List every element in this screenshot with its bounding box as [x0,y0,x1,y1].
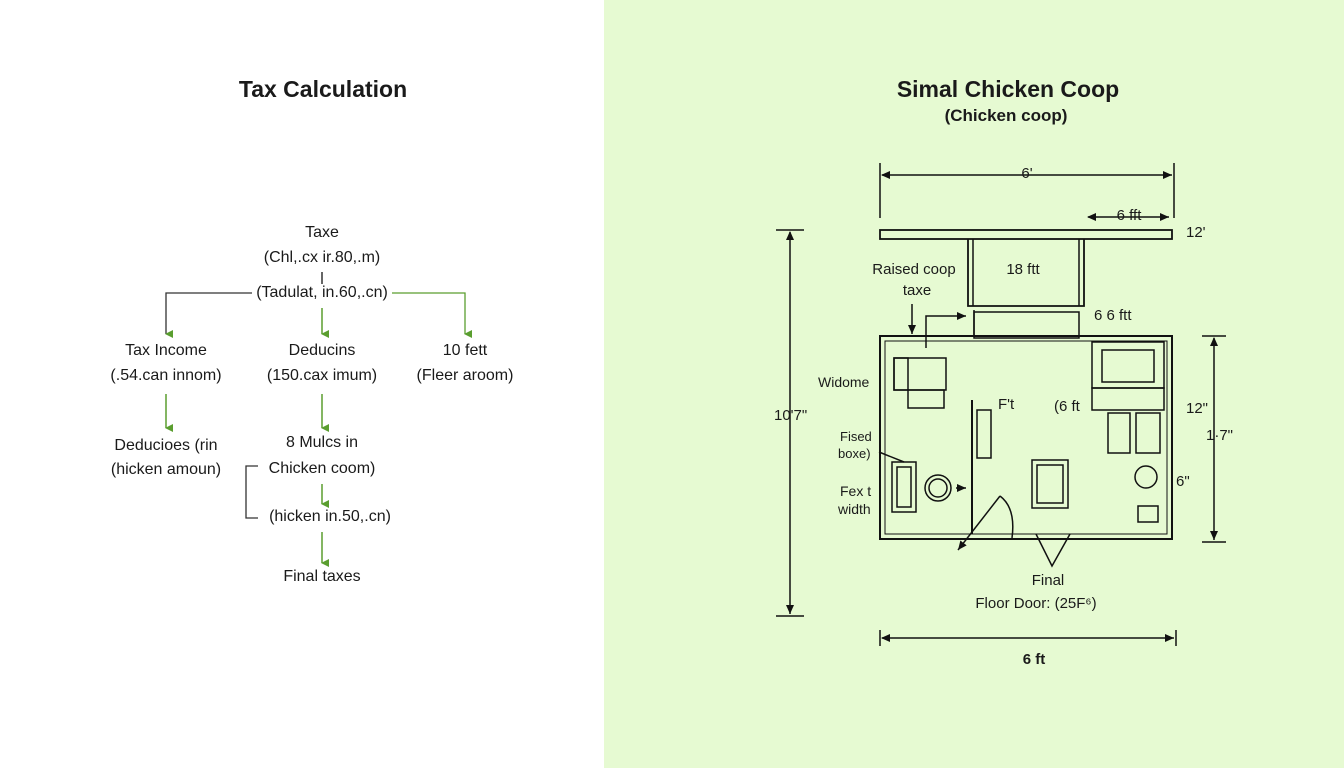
roof-edge-label: 12' [1186,224,1206,241]
nest-box-base [1091,387,1165,411]
fixed-box [891,461,917,513]
mid-second-title: 8 Mulcs in [285,434,359,451]
center-box-inner [1036,464,1064,504]
fixed-box-leader [878,451,905,463]
door-leaf-arrow [957,495,1001,551]
left-node-title: Tax Income [125,342,207,359]
left-height-label: 10'7" [774,407,808,424]
mid-second-sub: Chicken coom) [268,460,376,477]
flowchart-connectors [165,272,472,567]
right-box-1 [1107,412,1131,454]
nest-box-top-right [1091,341,1165,389]
floorplan-subtitle: (Chicken coop) [944,106,1068,125]
mid-node-sub: (150.cax imum) [266,367,378,384]
coop-inner-outline [884,340,1168,535]
fixed-boxes-sublabel: boxe) [838,446,871,461]
connector-block [973,311,1080,339]
root-node-title: Taxe [305,224,339,241]
right-small-box [1137,505,1159,523]
left-result-sub: (hicken amoun) [110,461,222,478]
raised-coop-label: Raised coop [872,261,956,278]
bottom-width-label: 6 ft [1022,651,1046,668]
roof-bar [879,229,1173,240]
feeder-rack [976,409,992,459]
final-door-sublabel: Floor Door: (25F⁶) [975,595,1097,612]
window-box-lower [907,389,945,409]
final-door-label: Final [1031,572,1065,589]
right-upper-label: 12" [1186,400,1209,417]
fext-width-label: Fex t [840,483,872,499]
right-node-title: 10 fett [442,342,488,359]
final-taxes-node: Final taxes [283,568,361,585]
coop-floorplan-panel: Simal Chicken Coop (Chicken coop) [604,0,1344,768]
inner-six-label: (6 ft [1054,398,1080,415]
floorplan-title: Simal Chicken Coop [896,76,1120,102]
center-box [1031,459,1069,509]
floor-door-notch [1035,533,1071,568]
right-box-2 [1135,412,1161,454]
raised-coop-arrow [925,312,966,348]
floorplan-drawing [776,163,1226,646]
coop-outline [879,335,1173,540]
left-result-title: Deducioes (rin [114,437,218,454]
upper-right-dim-label: 6 fft [1116,207,1142,224]
ramp-box-label: 18 ftt [1006,261,1040,278]
top-width-label: 6' [1021,165,1033,182]
left-node-sub: (.54.can innom) [110,367,222,384]
root-node-line2: (Chl,.cx ir.80,.m) [263,249,381,266]
right-lower-label: 6" [1176,473,1190,490]
branch-right-arrow [392,292,472,338]
water-dispenser [1134,465,1158,489]
feeder-circle [924,474,952,502]
branch-left-arrow [165,292,252,338]
bracket-line [245,465,258,519]
window-box-side [893,357,909,391]
side-width-label: 6 6 ftt [1094,307,1132,324]
right-height-label: 1·7" [1206,427,1234,444]
flowchart-title: Tax Calculation [238,76,408,102]
right-node-sub: (Fleer aroom) [416,367,514,384]
nest-box-inner [1101,349,1155,383]
tax-flowchart-panel: Tax Calculation Taxe (Chl,.cx ir.80,.m) … [0,0,604,768]
window-box [893,357,947,391]
door-swing-arc [999,495,1014,539]
feeder-circle-inner [928,478,948,498]
fixed-boxes-label: Fised [840,429,872,444]
window-label: Widome [818,374,870,390]
fext-width-sublabel: width [838,501,871,517]
fixed-box-inner [896,466,912,508]
ramp-box-outline [967,239,1085,307]
root-node-line3: (Tadulat, in.60,.cn) [256,284,388,301]
raised-coop-sublabel: taxe [902,282,932,299]
inner-ft-label: F't [998,396,1015,413]
mid-third-node: (hicken in.50,.cn) [269,508,391,525]
mid-node-title: Deducins [288,342,356,359]
